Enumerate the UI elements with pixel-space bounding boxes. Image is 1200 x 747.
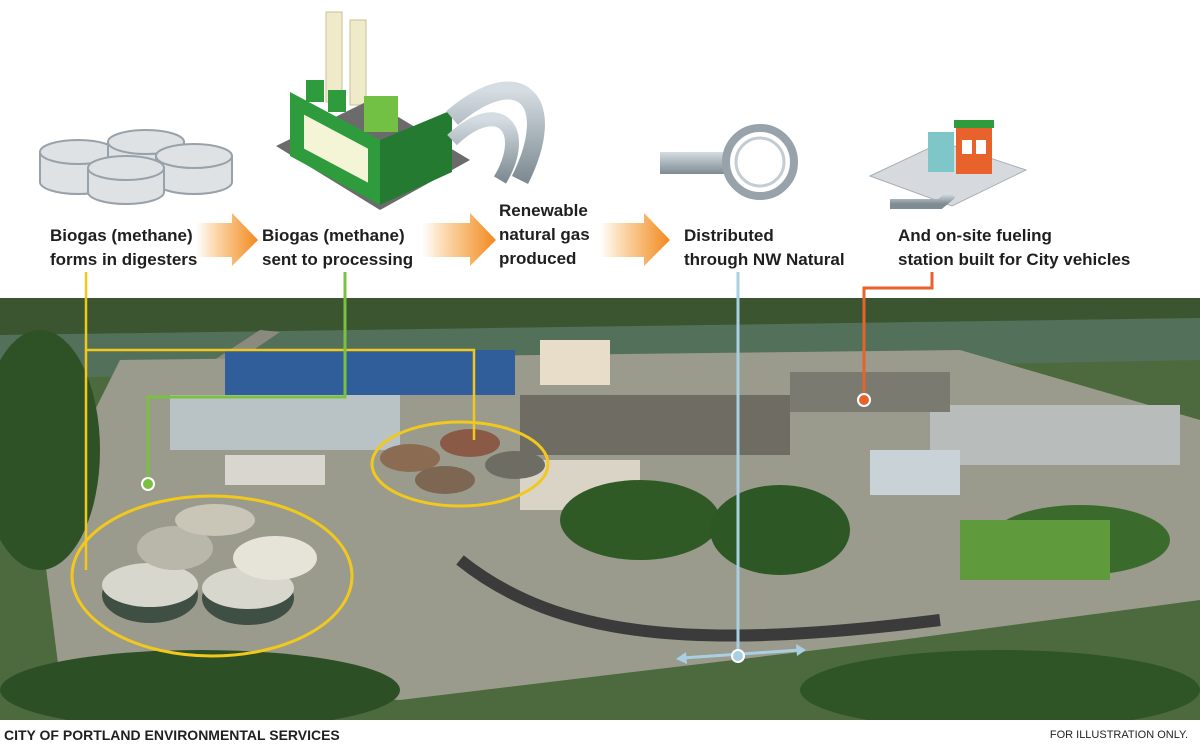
flow-arrow-1 bbox=[196, 213, 258, 266]
digester-tanks-icon bbox=[39, 129, 233, 205]
step-label-distributed-line2: through NW Natural bbox=[684, 250, 845, 269]
treatment-basins bbox=[170, 350, 1180, 465]
step-label-processing-line1: Biogas (methane) bbox=[262, 226, 405, 245]
flow-arrow-2 bbox=[422, 213, 496, 266]
step-label-processing-line2: sent to processing bbox=[262, 250, 413, 269]
flow-arrow-3 bbox=[600, 213, 670, 266]
step-label-rng-line2: natural gas bbox=[499, 225, 590, 244]
footer-disclaimer: FOR ILLUSTRATION ONLY. bbox=[1050, 729, 1188, 741]
step-label-digesters-line1: Biogas (methane) bbox=[50, 226, 193, 245]
pipeline-callout bbox=[676, 272, 806, 664]
step-label-rng-line1: Renewable bbox=[499, 201, 588, 220]
fueling-station-icon bbox=[868, 120, 1028, 209]
digester-tanks-photo bbox=[102, 429, 545, 625]
footer-credit: CITY OF PORTLAND ENVIRONMENTAL SERVICES bbox=[4, 727, 340, 743]
step-label-fueling-line1: And on-site fueling bbox=[898, 226, 1052, 245]
digesters-callout bbox=[70, 272, 550, 658]
digesters-highlight-small bbox=[370, 420, 550, 508]
processing-plant-icon bbox=[276, 11, 545, 210]
step-label-digesters-line2: forms in digesters bbox=[50, 250, 197, 269]
step-label-rng-line3: produced bbox=[499, 249, 576, 268]
digesters-highlight-large bbox=[70, 494, 354, 658]
processing-callout bbox=[141, 272, 347, 491]
aerial-photo bbox=[0, 298, 1200, 730]
step-label-fueling-line2: station built for City vehicles bbox=[898, 250, 1130, 269]
step-label-distributed-line1: Distributed bbox=[684, 226, 774, 245]
fueling-callout bbox=[857, 272, 934, 407]
pipeline-icon bbox=[660, 124, 798, 200]
